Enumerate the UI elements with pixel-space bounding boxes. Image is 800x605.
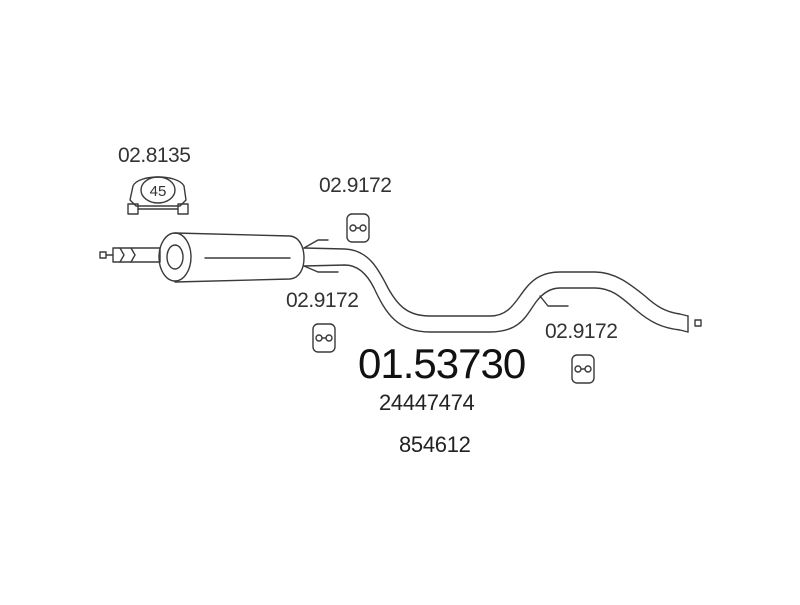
part-number: 01.53730 <box>358 340 526 387</box>
clamp-size-label: 45 <box>150 183 167 200</box>
hanger-code-label: 02.9172 <box>545 320 618 343</box>
oe-number-secondary: 854612 <box>399 432 471 457</box>
inlet-pipe <box>99 247 161 263</box>
clamp-code-label: 02.8135 <box>118 144 191 167</box>
rubber-hanger-icon <box>346 213 370 243</box>
rubber-hanger-icon <box>571 354 595 384</box>
oe-number-primary: 24447474 <box>379 390 475 415</box>
hanger-code-label: 02.9172 <box>286 289 359 312</box>
rubber-hanger-icon <box>312 323 336 353</box>
hanger-code-label: 02.9172 <box>319 174 392 197</box>
pipe-clamp-icon: 45 <box>127 176 189 215</box>
exhaust-pipe <box>303 239 702 333</box>
muffler <box>158 232 305 283</box>
